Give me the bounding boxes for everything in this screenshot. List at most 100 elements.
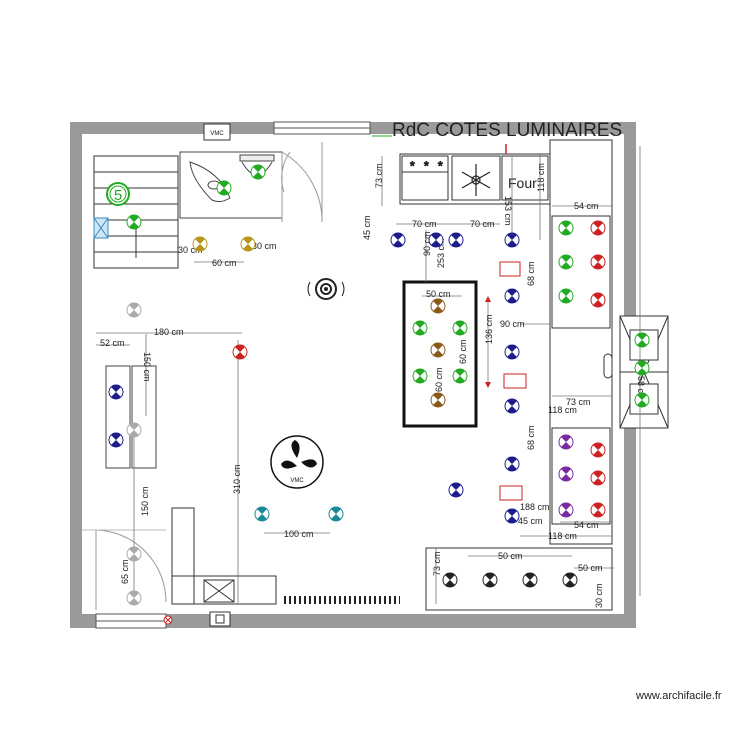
light-fixture-icon — [558, 254, 574, 270]
light-fixture-icon — [634, 332, 650, 348]
dim-153: 153 cm — [503, 196, 513, 226]
dim-65: 65 cm — [120, 559, 130, 584]
dim-54-bottom: 54 cm — [574, 520, 599, 530]
wc-room — [179, 151, 283, 219]
dim-73-right: 73 cm — [566, 397, 591, 407]
light-fixture-icon — [482, 572, 498, 588]
light-fixture-icon — [412, 368, 428, 384]
light-fixture-icon — [126, 422, 142, 438]
light-fixture-icon — [522, 572, 538, 588]
vmc-small-label: VMC — [210, 131, 224, 137]
light-fixture-icon — [590, 220, 606, 236]
light-fixture-icon — [590, 470, 606, 486]
light-fixture-icon — [634, 392, 650, 408]
light-fixture-icon — [428, 232, 444, 248]
stair-number-badge: 5 — [106, 182, 130, 206]
dim-118-bottom: 118 cm — [548, 531, 577, 541]
doors — [95, 142, 323, 610]
speaker-icon — [307, 278, 345, 300]
dim-45-left: 45 cm — [362, 215, 372, 240]
dim-50-island: 50 cm — [426, 289, 451, 299]
dim-60-island-a: 60 cm — [458, 339, 468, 364]
dim-30-b: 30 cm — [252, 241, 277, 251]
light-fixture-icon — [328, 506, 344, 522]
light-fixture-icon — [634, 360, 650, 376]
light-fixture-icon — [412, 320, 428, 336]
sink-stars: * * * — [410, 159, 444, 174]
light-fixture-icon — [126, 302, 142, 318]
dim-60-stair: 60 cm — [212, 258, 237, 268]
dim-60-island-b: 60 cm — [434, 367, 444, 392]
light-fixture-icon — [442, 572, 458, 588]
snowflake-icon — [461, 164, 491, 196]
storage-cabinet — [171, 507, 277, 605]
light-fixture-icon — [216, 180, 232, 196]
left-benches — [105, 365, 157, 469]
light-fixture-icon — [558, 466, 574, 482]
dim-180: 180 cm — [154, 327, 184, 337]
svg-text:*: * — [424, 159, 429, 173]
light-fixture-icon — [558, 434, 574, 450]
light-fixture-icon — [126, 214, 142, 230]
light-fixture-icon — [504, 508, 520, 524]
dim-136: 136 cm — [484, 314, 494, 344]
light-fixture-icon — [390, 232, 406, 248]
dim-68-upper: 68 cm — [526, 261, 536, 286]
light-fixture-icon — [126, 546, 142, 562]
socket-marks — [163, 261, 527, 625]
dim-68-lower: 68 cm — [526, 425, 536, 450]
light-fixture-icon — [448, 482, 464, 498]
dim-118-top: 118 cm — [536, 163, 546, 192]
light-fixture-icon — [590, 292, 606, 308]
vmc-bottom-box — [209, 611, 231, 627]
dim-50-bottom-b: 50 cm — [578, 563, 603, 573]
staircase — [93, 155, 179, 269]
light-fixture-icon — [430, 342, 446, 358]
dim-150-upper: 150 cm — [142, 352, 152, 382]
light-fixture-icon — [590, 442, 606, 458]
light-fixture-icon — [558, 220, 574, 236]
dim-150-lower: 150 cm — [140, 486, 150, 516]
vmc-fan-icon: VMC — [270, 435, 324, 489]
dim-310: 310 cm — [232, 464, 242, 494]
light-fixture-icon — [590, 254, 606, 270]
light-fixture-icon — [590, 502, 606, 518]
svg-text:*: * — [438, 159, 443, 173]
dim-118-mid: 118 cm — [548, 405, 577, 415]
dim-188: 188 cm — [520, 502, 550, 512]
light-fixture-icon — [504, 232, 520, 248]
svg-text:*: * — [410, 159, 415, 173]
luminaires — [108, 164, 650, 606]
site-credit: www.archifacile.fr — [636, 690, 722, 702]
dim-45-bottom: 45 cm — [518, 516, 543, 526]
vmc-fan-label: VMC — [290, 478, 304, 484]
dim-90-horiz: 90 cm — [500, 319, 525, 329]
light-fixture-icon — [126, 590, 142, 606]
light-fixture-icon — [504, 344, 520, 360]
light-fixture-icon — [504, 398, 520, 414]
light-fixture-icon — [452, 368, 468, 384]
right-counters — [549, 139, 613, 545]
vmc-top-box: VMC — [203, 123, 231, 141]
light-fixture-icon — [558, 288, 574, 304]
light-fixture-icon — [232, 344, 248, 360]
light-fixture-icon — [558, 502, 574, 518]
light-fixture-icon — [448, 232, 464, 248]
dimension-arrows — [485, 296, 491, 388]
light-fixture-icon — [504, 456, 520, 472]
light-fixture-icon — [108, 432, 124, 448]
dim-70-a: 70 cm — [412, 219, 437, 229]
dim-54-top: 54 cm — [574, 201, 599, 211]
stair-number: 5 — [114, 187, 122, 204]
light-fixture-icon — [192, 236, 208, 252]
dim-73-bottom: 73 cm — [432, 551, 442, 576]
light-fixture-icon — [430, 392, 446, 408]
dim-50-bottom-a: 50 cm — [498, 551, 523, 561]
light-fixture-icon — [254, 506, 270, 522]
light-fixture-icon — [430, 298, 446, 314]
dim-70-b: 70 cm — [470, 219, 495, 229]
dim-58: 58 cm — [636, 376, 646, 401]
light-fixture-icon — [240, 236, 256, 252]
dim-30-bottom: 30 cm — [594, 583, 604, 608]
